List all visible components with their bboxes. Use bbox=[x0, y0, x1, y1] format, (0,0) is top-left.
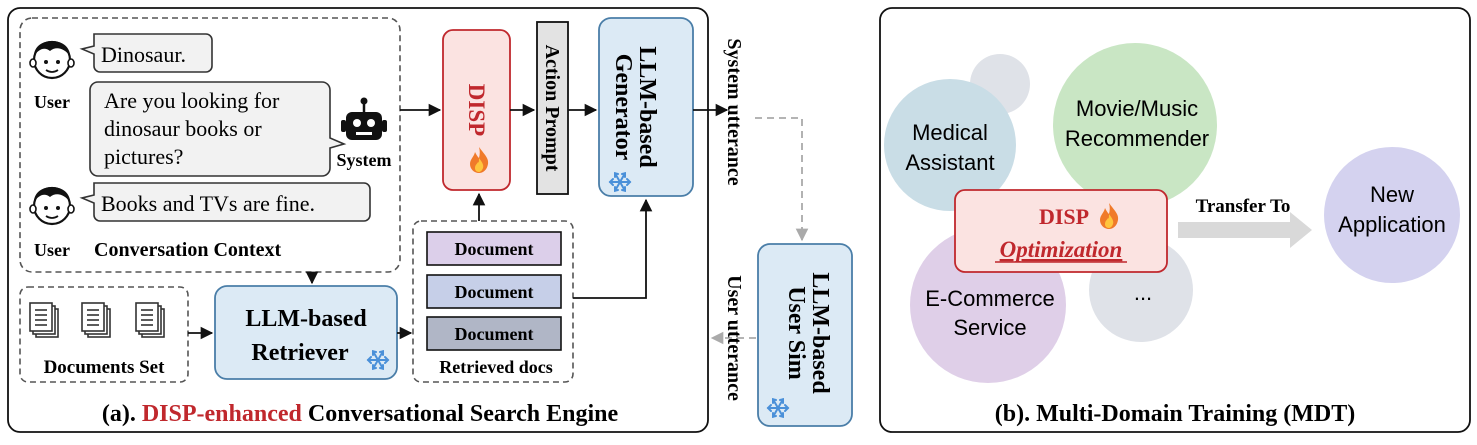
arrow-system-to-usersim bbox=[755, 117, 809, 242]
ecommerce-line-1: E-Commerce bbox=[925, 286, 1055, 311]
robot-icon bbox=[341, 97, 387, 140]
movie-music-circle bbox=[1053, 43, 1217, 207]
conversation-context-label: Conversation Context bbox=[94, 239, 282, 261]
caption-a-rest: Conversational Search Engine bbox=[308, 401, 619, 427]
user-sim-line-1: LLM-based bbox=[807, 272, 833, 394]
retrieved-docs-label: Retrieved docs bbox=[439, 357, 552, 377]
caption-a-prefix: (a). bbox=[102, 401, 142, 427]
disp-title-b: DISP bbox=[1039, 204, 1089, 229]
chat-message-2-line-2: dinosaur books or bbox=[104, 116, 262, 141]
disp-label: DISP bbox=[464, 84, 489, 136]
document-label-3: Document bbox=[455, 324, 534, 344]
movie-line-1: Movie/Music bbox=[1076, 96, 1198, 121]
optimization-label: Optimization bbox=[1000, 237, 1123, 262]
document-label-2: Document bbox=[455, 282, 534, 302]
system-utterance-label: System utterance bbox=[723, 38, 745, 185]
ecommerce-line-2: Service bbox=[953, 315, 1026, 340]
medical-assistant-circle bbox=[884, 79, 1016, 211]
generator-box bbox=[598, 17, 694, 197]
chat-bubble-1 bbox=[79, 33, 213, 73]
action-prompt-box bbox=[536, 21, 569, 195]
chat-bubble-3 bbox=[79, 182, 371, 222]
retrieved-docs-box bbox=[412, 220, 574, 383]
user-label-2: User bbox=[34, 240, 70, 260]
system-label: System bbox=[337, 150, 392, 170]
action-prompt-label: Action Prompt bbox=[541, 45, 563, 172]
user-sim-line-2: User Sim bbox=[783, 286, 809, 380]
conversation-context-box bbox=[19, 17, 401, 273]
chat-message-3: Books and TVs are fine. bbox=[101, 191, 315, 216]
document-stack-icon-3 bbox=[135, 302, 165, 338]
transfer-label: Transfer To bbox=[1196, 196, 1291, 217]
user-face-icon-2 bbox=[28, 185, 76, 226]
retriever-line-2: Retriever bbox=[251, 340, 349, 366]
ellipsis-label: ... bbox=[1134, 280, 1152, 305]
new-app-line-1: New bbox=[1370, 182, 1414, 207]
document-stack-icon-1 bbox=[29, 302, 59, 338]
medical-line-2: Assistant bbox=[905, 150, 994, 175]
document-stack-icon-2 bbox=[81, 302, 111, 338]
document-box-3 bbox=[426, 316, 562, 351]
chat-message-2-line-3: pictures? bbox=[104, 144, 183, 169]
user-face-icon bbox=[28, 39, 76, 80]
arrow-retrieved-to-generator bbox=[573, 198, 653, 299]
generator-line-2: Generator bbox=[610, 54, 636, 161]
chat-bubble-2 bbox=[89, 81, 347, 177]
chat-message-1: Dinosaur. bbox=[101, 42, 186, 67]
movie-line-2: Recommender bbox=[1065, 126, 1209, 151]
user-label-1: User bbox=[34, 92, 70, 112]
generator-line-1: LLM-based bbox=[634, 46, 660, 168]
panel-a-caption: (a). DISP-enhanced Conversational Search… bbox=[102, 401, 619, 427]
panel-b-frame bbox=[879, 7, 1471, 433]
caption-a-highlight: DISP-enhanced bbox=[142, 401, 308, 427]
user-utterance-label: User utterance bbox=[723, 275, 745, 401]
new-application-circle bbox=[1324, 147, 1460, 283]
documents-set-label: Documents Set bbox=[44, 357, 166, 378]
retriever-line-1: LLM-based bbox=[245, 306, 367, 332]
panel-a-frame bbox=[7, 7, 709, 433]
chat-message-2-line-1: Are you looking for bbox=[104, 88, 280, 113]
documents-set-box bbox=[19, 286, 189, 383]
new-app-line-2: Application bbox=[1338, 212, 1446, 237]
medical-line-1: Medical bbox=[912, 120, 988, 145]
document-box-1 bbox=[426, 231, 562, 266]
document-label-1: Document bbox=[455, 239, 534, 259]
document-box-2 bbox=[426, 274, 562, 309]
user-sim-box bbox=[757, 243, 853, 427]
transfer-arrow bbox=[1178, 212, 1312, 248]
panel-b-caption: (b). Multi-Domain Training (MDT) bbox=[995, 401, 1355, 427]
